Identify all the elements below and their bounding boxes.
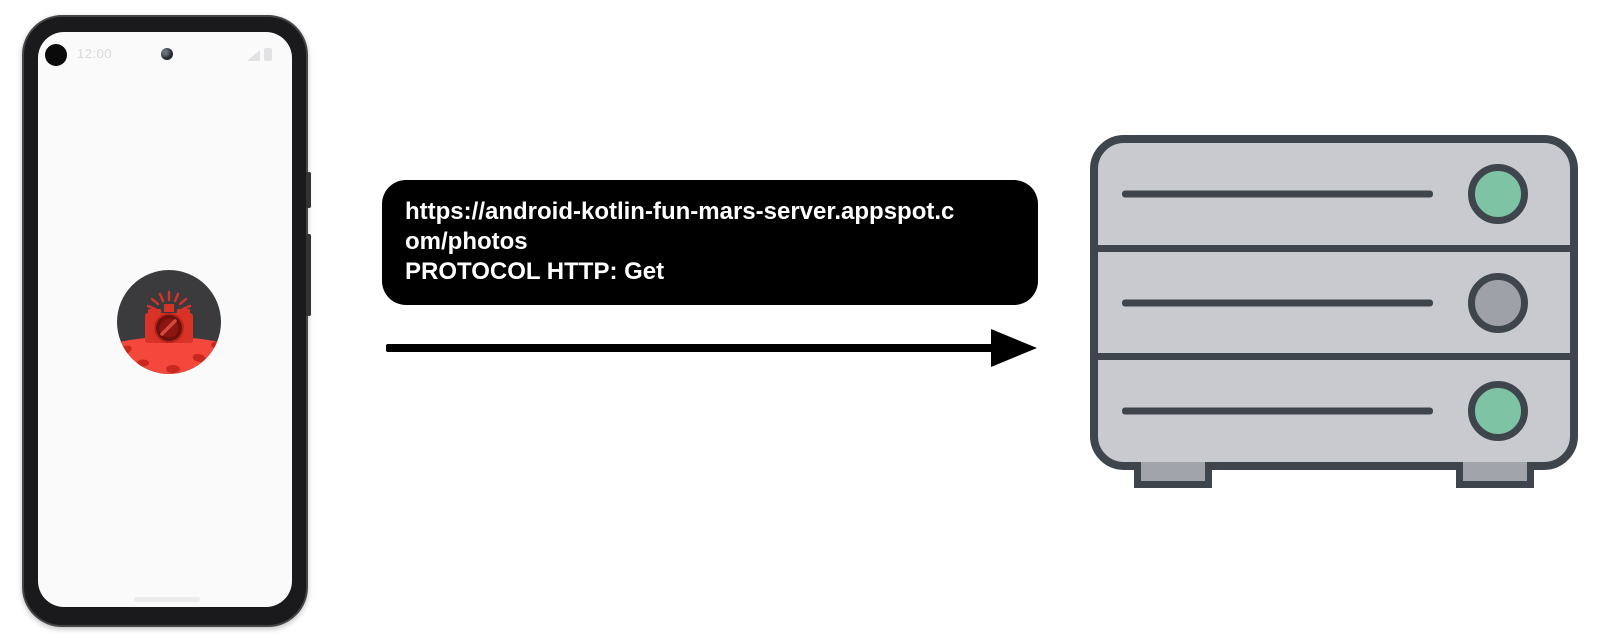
server-bay-1 bbox=[1098, 143, 1570, 245]
drive-slot bbox=[1122, 407, 1433, 415]
request-protocol-line: PROTOCOL HTTP: Get bbox=[405, 258, 665, 285]
request-arrow-shaft bbox=[386, 344, 996, 352]
home-indicator bbox=[134, 597, 200, 602]
led-indicator bbox=[1468, 272, 1528, 333]
phone-screen: 12:00 bbox=[38, 32, 292, 607]
server-bay-3 bbox=[1098, 360, 1570, 462]
phone-mockup: 12:00 bbox=[22, 15, 311, 627]
camera-punch-hole-icon bbox=[161, 48, 173, 60]
power-button bbox=[306, 172, 311, 208]
request-arrow-head-icon bbox=[991, 329, 1037, 367]
led-indicator bbox=[1468, 163, 1528, 224]
request-url-line-1: https://android-kotlin-fun-mars-server.a… bbox=[405, 198, 955, 225]
notification-dot-icon bbox=[45, 44, 67, 66]
battery-icon bbox=[264, 48, 272, 61]
server-foot-right bbox=[1456, 462, 1534, 488]
bay-divider bbox=[1098, 353, 1570, 361]
drive-slot bbox=[1122, 190, 1433, 198]
signal-icon bbox=[247, 50, 260, 61]
mars-photos-camera-icon bbox=[117, 270, 221, 374]
flash-rays bbox=[146, 290, 192, 311]
request-bubble: https://android-kotlin-fun-mars-server.a… bbox=[382, 180, 1038, 305]
led-indicator bbox=[1468, 381, 1528, 442]
server-bay-2 bbox=[1098, 252, 1570, 354]
status-time: 12:00 bbox=[77, 46, 113, 61]
volume-button bbox=[306, 234, 311, 316]
server-rack-icon bbox=[1090, 135, 1578, 488]
status-bar-right bbox=[247, 48, 272, 61]
server-foot-left bbox=[1134, 462, 1212, 488]
bay-divider bbox=[1098, 244, 1570, 252]
request-url-line-2: om/photos bbox=[405, 228, 528, 255]
drive-slot bbox=[1122, 299, 1433, 306]
